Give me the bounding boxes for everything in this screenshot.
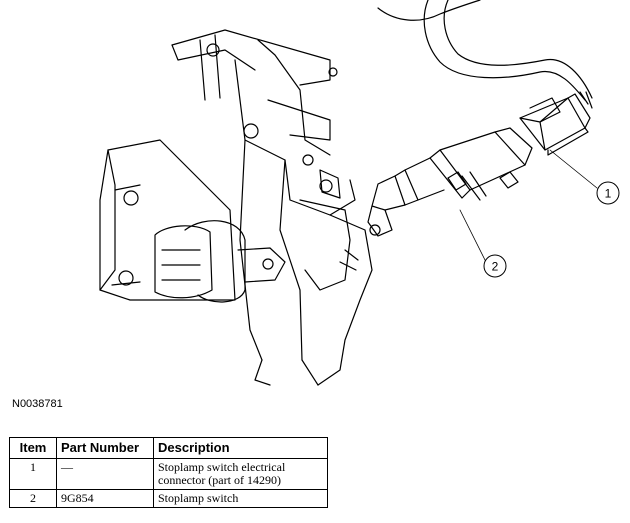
callout-2-label: 2 bbox=[492, 260, 499, 274]
stoplamp-switch-illustration: 1 2 bbox=[99, 0, 620, 386]
callout-2: 2 bbox=[459, 209, 507, 278]
callout-1-label: 1 bbox=[605, 187, 612, 201]
header-description: Description bbox=[153, 437, 328, 459]
stoplamp-switch-connector-drawing bbox=[519, 93, 591, 156]
header-part-number: Part Number bbox=[56, 437, 154, 459]
table-header-row: Item Part Number Description bbox=[9, 437, 328, 459]
stoplamp-switch-drawing bbox=[367, 127, 533, 237]
row-part-number: 9G854 bbox=[56, 489, 154, 508]
parts-table: Item Part Number Description 1 — Stoplam… bbox=[9, 437, 328, 508]
row-description: Stoplamp switch electrical connector (pa… bbox=[153, 458, 328, 490]
pedal-bracket-drawing bbox=[171, 29, 373, 386]
row-item: 2 bbox=[9, 489, 57, 508]
wiring-harness bbox=[377, 0, 593, 109]
row-item: 1 bbox=[9, 458, 57, 490]
actuator-body-drawing bbox=[99, 139, 286, 303]
row-description: Stoplamp switch bbox=[153, 489, 328, 508]
figure-id: N0038781 bbox=[12, 398, 63, 410]
table-row: 1 — Stoplamp switch electrical connector… bbox=[9, 458, 328, 490]
table-row: 2 9G854 Stoplamp switch bbox=[9, 489, 328, 508]
row-part-number: — bbox=[56, 458, 154, 490]
callout-1: 1 bbox=[549, 149, 620, 205]
header-item: Item bbox=[9, 437, 57, 459]
